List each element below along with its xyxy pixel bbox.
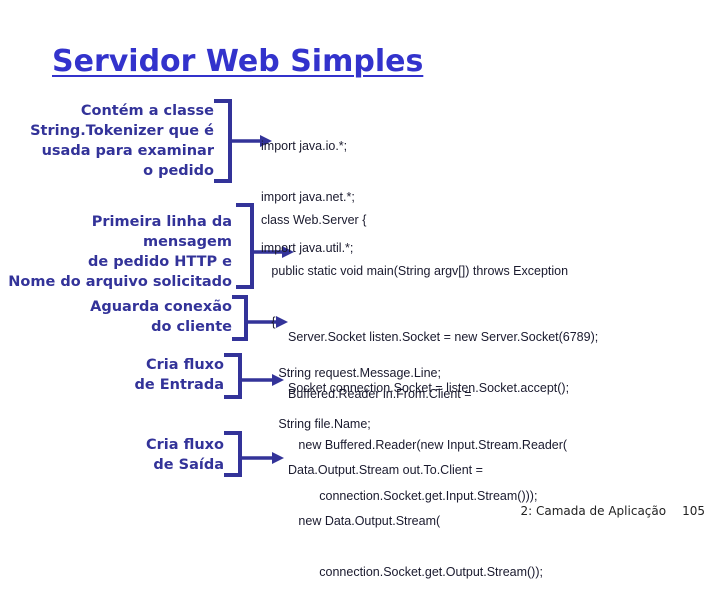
- code-line: public static void main(String argv[]) t…: [261, 264, 569, 278]
- code-line: new Buffered.Reader(new Input.Stream.Rea…: [288, 438, 568, 452]
- page-title: Servidor Web Simples: [52, 44, 424, 79]
- callout-label-contem-a-classe: Contém a classe String.Tokenizer que é u…: [30, 103, 214, 179]
- callout-label-cria-fluxo-saida: Cria fluxo de Saída: [146, 437, 224, 473]
- code-block-sockets: Server.Socket listen.Socket = new Server…: [288, 295, 598, 431]
- footer-page-number: 105: [682, 504, 705, 518]
- code-line: connection.Socket.get.Input.Stream()));: [288, 489, 538, 503]
- connector-bracket-arrow-1: [214, 98, 274, 184]
- code-line: import java.util.*;: [261, 241, 354, 255]
- code-line: Data.Output.Stream out.To.Client =: [288, 463, 483, 477]
- code-block-output-stream: Data.Output.Stream out.To.Client = new D…: [288, 428, 543, 615]
- code-line: import java.io.*;: [261, 139, 348, 153]
- code-line: Buffered.Reader in.From.Client =: [288, 387, 472, 401]
- callout-label-cria-fluxo-entrada: Cria fluxo de Entrada: [134, 357, 224, 393]
- code-line: {: [261, 315, 276, 329]
- footer-chapter-label: 2: Camada de Aplicação: [520, 504, 667, 518]
- code-block-imports: import java.io.*; import java.net.*; imp…: [261, 104, 355, 291]
- code-block-class-declaration: class Web.Server { public static void ma…: [261, 178, 568, 467]
- code-line: Server.Socket listen.Socket = new Server…: [288, 330, 599, 344]
- connector-bracket-arrow-3: [232, 294, 290, 342]
- callout-label-primeira-linha: Primeira linha da mensagem de pedido HTT…: [8, 214, 232, 290]
- code-line: import java.net.*;: [261, 190, 355, 204]
- callout-label-aguarda-conexao: Aguarda conexão do cliente: [90, 299, 232, 335]
- code-line: connection.Socket.get.Output.Stream());: [288, 565, 543, 579]
- code-line: new Data.Output.Stream(: [288, 514, 441, 528]
- code-line: String request.Message.Line;: [261, 366, 441, 380]
- connector-bracket-arrow-4: [224, 352, 286, 400]
- connector-bracket-arrow-5: [224, 430, 286, 478]
- connector-bracket-arrow-2: [236, 202, 296, 290]
- slide-footer: 2: Camada de Aplicação 105: [0, 504, 705, 518]
- slide-canvas: Servidor Web Simples Contém a classe Str…: [0, 44, 705, 579]
- code-line: String file.Name;: [261, 417, 371, 431]
- code-line: Socket connection.Socket = listen.Socket…: [288, 381, 570, 395]
- code-line: class Web.Server {: [261, 213, 367, 227]
- code-block-input-stream: Buffered.Reader in.From.Client = new Buf…: [288, 352, 567, 539]
